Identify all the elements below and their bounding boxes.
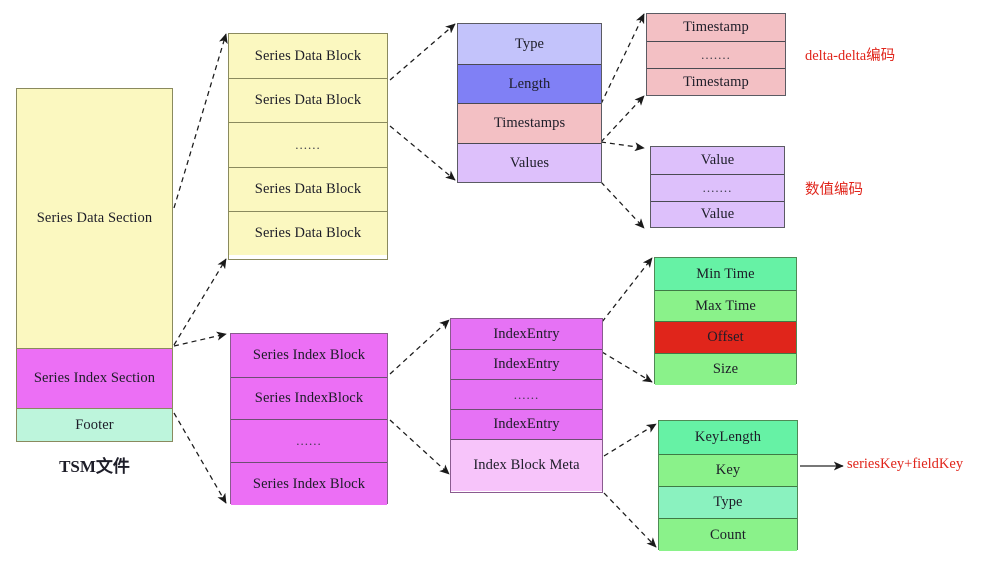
numeric-encoding-note: 数值编码: [805, 182, 863, 198]
tsm-section-series-index[interactable]: Series Index Section: [17, 348, 172, 408]
tsm-section-footer[interactable]: Footer: [17, 408, 172, 441]
block-field-values[interactable]: Values: [458, 143, 601, 182]
link-indexblock-to-detail-bottom: [389, 419, 450, 475]
tsm-section-series-data[interactable]: Series Data Section: [17, 89, 172, 348]
block-field-timestamps[interactable]: Timestamps: [458, 103, 601, 143]
series-data-block-row[interactable]: Series Data Block: [229, 167, 387, 211]
index-block-detail: IndexEntry IndexEntry ...... IndexEntry …: [450, 318, 603, 493]
meta-field-type[interactable]: Type: [659, 486, 797, 518]
row-label: .......: [701, 47, 731, 62]
link-values-to-detail-bottom: [600, 181, 645, 229]
row-label: Size: [712, 361, 739, 377]
link-datasection-to-datablocks-top: [173, 33, 228, 209]
row-label: IndexEntry: [493, 416, 560, 432]
row-label: Type: [514, 35, 545, 52]
row-label: ......: [513, 386, 540, 402]
series-data-block-stack: Series Data Block Series Data Block ....…: [228, 33, 388, 260]
timestamp-row[interactable]: Timestamp: [647, 14, 785, 41]
row-label: Count: [710, 526, 746, 543]
row-label: Timestamp: [683, 19, 749, 35]
meta-field-keylength[interactable]: KeyLength: [659, 421, 797, 454]
link-datablock-to-detail-bottom: [389, 125, 456, 181]
index-entry-row[interactable]: IndexEntry: [451, 349, 602, 379]
row-label: Series Data Block: [254, 47, 362, 64]
row-label: Max Time: [695, 297, 756, 314]
link-values-to-detail-top: [600, 141, 645, 152]
index-entry-row[interactable]: IndexEntry: [451, 319, 602, 349]
series-index-block-row[interactable]: Series IndexBlock: [231, 377, 387, 419]
index-entry-field-min-time[interactable]: Min Time: [655, 258, 796, 290]
row-label: Series Index Block: [252, 347, 366, 363]
series-data-block-row[interactable]: Series Data Block: [229, 34, 387, 78]
link-indexentry-to-detail-bottom: [601, 351, 653, 383]
value-ellipsis: .......: [651, 174, 784, 201]
values-detail: Value ....... Value: [650, 146, 785, 228]
row-label: Series Index Block: [252, 475, 366, 492]
link-datasection-to-datablocks-bottom: [173, 258, 227, 346]
row-label: KeyLength: [694, 429, 762, 445]
index-entry-row[interactable]: IndexEntry: [451, 409, 602, 439]
row-label: Min Time: [696, 265, 755, 282]
series-index-block-row[interactable]: Series Index Block: [231, 462, 387, 505]
link-indexblock-to-detail-top: [389, 319, 450, 375]
row-label: ......: [295, 137, 321, 152]
timestamp-row[interactable]: Timestamp: [647, 68, 785, 95]
row-label: Timestamps: [493, 115, 566, 131]
row-label: Series Data Block: [254, 92, 362, 108]
tsm-file-caption: TSM文件: [59, 457, 130, 476]
row-label: Type: [713, 494, 743, 510]
block-field-type[interactable]: Type: [458, 24, 601, 64]
row-label: Values: [509, 154, 550, 171]
series-data-block-row[interactable]: Series Data Block: [229, 78, 387, 122]
index-entry-detail: Min Time Max Time Offset Size: [654, 257, 797, 385]
serieskey-fieldkey-note: seriesKey+fieldKey: [847, 456, 964, 472]
row-label: Value: [700, 206, 735, 222]
row-label: Value: [700, 152, 735, 168]
link-indexentry-to-detail-top: [601, 257, 653, 323]
tsm-section-label: Series Index Section: [33, 370, 156, 386]
link-indexmeta-to-detail-top: [603, 423, 657, 457]
link-footer-to-indexblocks-bottom: [173, 412, 227, 504]
row-label: Series IndexBlock: [254, 390, 364, 406]
timestamp-ellipsis: .......: [647, 41, 785, 68]
series-index-block-ellipsis: ......: [231, 419, 387, 462]
link-datablock-to-detail-top: [389, 23, 456, 81]
index-block-meta-row[interactable]: Index Block Meta: [451, 439, 602, 491]
row-label: .......: [702, 180, 733, 195]
series-data-block-ellipsis: ......: [229, 122, 387, 167]
row-label: Series Data Block: [254, 181, 362, 197]
index-entry-ellipsis: ......: [451, 379, 602, 409]
link-timestamps-to-detail-bottom: [600, 95, 645, 143]
row-label: IndexEntry: [493, 325, 560, 342]
row-label: Length: [508, 75, 551, 92]
timestamps-detail: Timestamp ....... Timestamp: [646, 13, 786, 96]
series-data-block-row[interactable]: Series Data Block: [229, 211, 387, 255]
block-field-length[interactable]: Length: [458, 64, 601, 103]
row-label: Series Data Block: [254, 225, 362, 241]
meta-field-count[interactable]: Count: [659, 518, 797, 551]
tsm-section-label: Footer: [75, 416, 114, 433]
series-index-block-row[interactable]: Series Index Block: [231, 334, 387, 377]
index-entry-field-size[interactable]: Size: [655, 353, 796, 385]
index-entry-field-offset[interactable]: Offset: [655, 321, 796, 353]
row-label: Key: [715, 462, 741, 478]
index-block-meta-detail: KeyLength Key Type Count: [658, 420, 798, 551]
link-indexmeta-to-detail-bottom: [603, 492, 657, 548]
delta-delta-encoding-note: delta-delta编码: [805, 48, 896, 64]
row-label: ......: [296, 433, 322, 448]
series-index-block-stack: Series Index Block Series IndexBlock ...…: [230, 333, 388, 505]
link-timestamps-to-detail-top: [600, 13, 645, 105]
row-label: Timestamp: [683, 73, 749, 90]
row-label: Offset: [707, 329, 744, 345]
row-label: IndexEntry: [493, 356, 560, 372]
tsm-section-label: Series Data Section: [36, 210, 153, 226]
value-row[interactable]: Value: [651, 147, 784, 174]
link-indexsection-to-indexblocks-top: [173, 331, 227, 347]
series-data-block-detail: Type Length Timestamps Values: [457, 23, 602, 183]
meta-field-key[interactable]: Key: [659, 454, 797, 486]
tsm-file-stack: Series Data Section Series Index Section…: [16, 88, 173, 442]
index-entry-field-max-time[interactable]: Max Time: [655, 290, 796, 321]
value-row[interactable]: Value: [651, 201, 784, 227]
row-label: Index Block Meta: [473, 457, 580, 473]
